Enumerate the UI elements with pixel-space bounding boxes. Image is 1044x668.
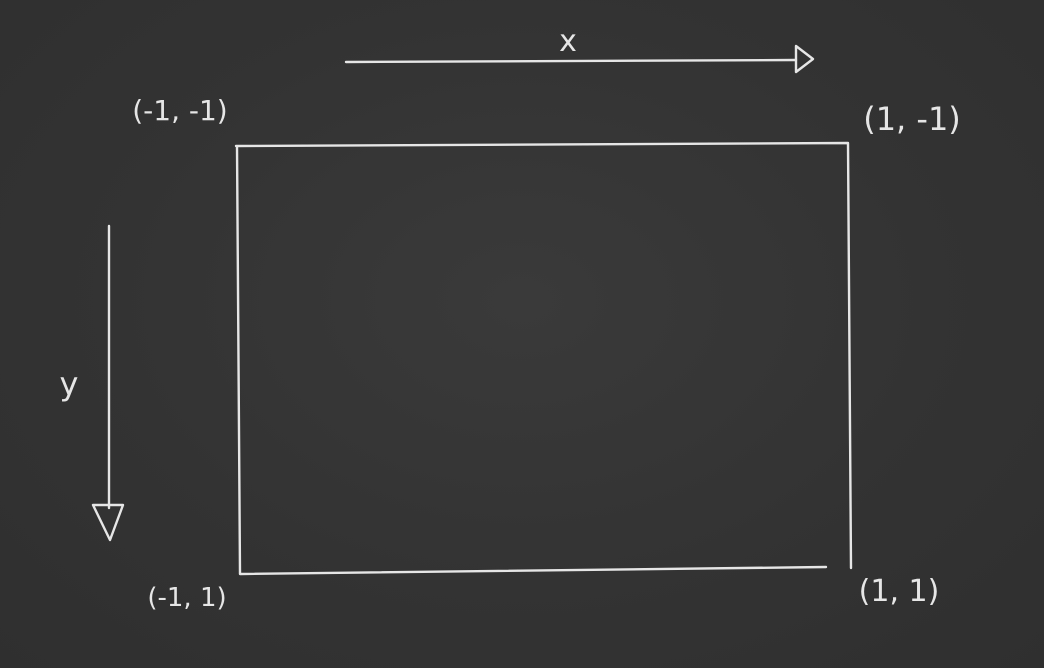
x-axis-line <box>344 58 798 64</box>
x-axis-arrow <box>344 44 815 74</box>
corner-label-bottom-right: (1, 1) <box>859 574 940 609</box>
corner-label-top-right: (1, -1) <box>863 100 961 138</box>
x-axis-label: x <box>559 24 577 59</box>
corner-label-bottom-left: (-1, 1) <box>147 583 226 613</box>
y-axis-label: y <box>60 365 79 403</box>
x-axis-arrowhead <box>794 44 815 74</box>
y-axis-arrowhead <box>91 503 125 542</box>
viewport-rectangle <box>234 141 853 576</box>
corner-label-top-left: (-1, -1) <box>132 94 227 127</box>
y-axis-arrow <box>91 224 125 542</box>
